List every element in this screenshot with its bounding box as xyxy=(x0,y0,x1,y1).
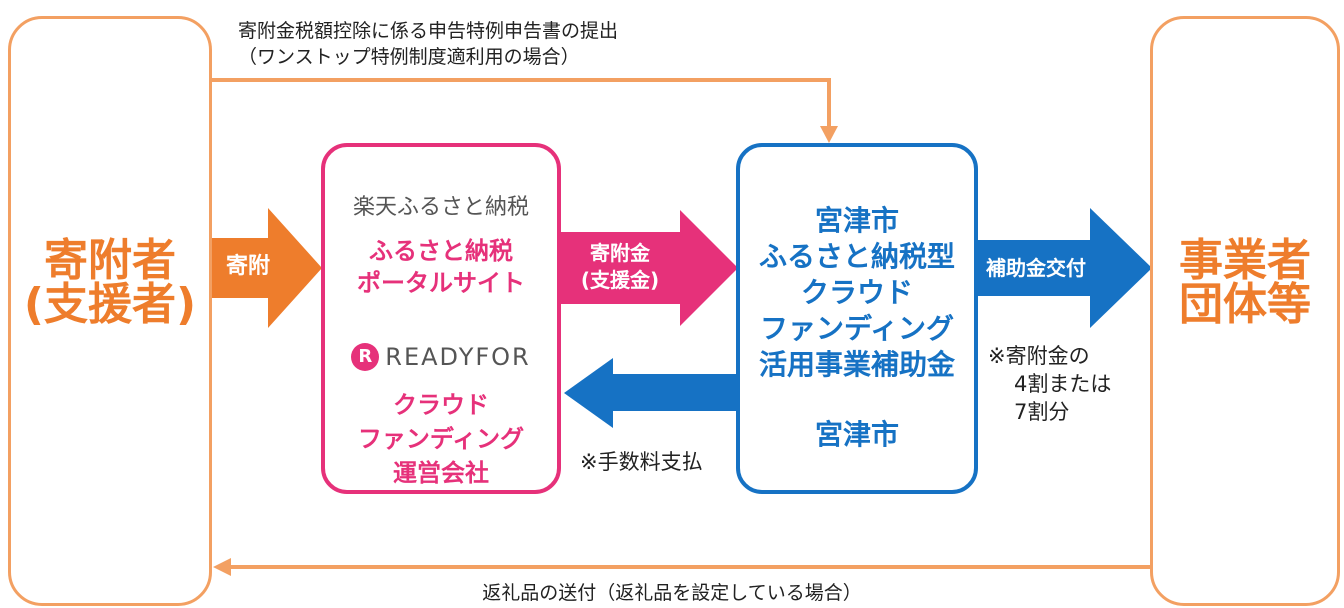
donation-arrow xyxy=(210,208,322,328)
declaration-flow-label-line1: 寄附金税額控除に係る申告特例申告書の提出 xyxy=(238,20,619,42)
readyfor-line2: ファンディング xyxy=(357,425,525,453)
rakuten-portal-line1: ふるさと納税 xyxy=(369,237,513,265)
business-label-line2: 団体等 xyxy=(1179,279,1311,330)
subsidy-note-line1: ※寄附金の xyxy=(988,344,1090,368)
declaration-flow-line xyxy=(210,78,831,128)
rakuten-brand: 楽天ふるさと納税 xyxy=(352,195,529,220)
city-project-line1: 宮津市 xyxy=(814,204,899,237)
subsidy-note-line3: 7割分 xyxy=(1014,400,1070,424)
donor-label-line1: 寄附者 xyxy=(44,235,176,286)
declaration-flow-label: 寄附金税額控除に係る申告特例申告書の提出 （ワンストップ特例制度適利用の場合） xyxy=(238,18,618,70)
subsidy-ratio-note: ※寄附金の 4割または 7割分 xyxy=(988,342,1111,426)
return-gift-flow-label: 返礼品の送付（返礼品を設定している場合） xyxy=(482,582,862,604)
donor-label-line2: (支援者) xyxy=(23,279,197,330)
donation-arrow-label: 寄附 xyxy=(225,254,270,279)
city-footer: 宮津市 xyxy=(814,418,899,451)
city-project-line5: 活用事業補助金 xyxy=(758,348,955,381)
business-label-line1: 事業者 xyxy=(1179,235,1311,286)
return-gift-flow-arrowhead xyxy=(213,558,231,576)
donation-funds-arrow-label: 寄附金 (支援金) xyxy=(570,240,670,294)
fee-payment-arrow xyxy=(564,358,740,428)
rakuten-portal-line2: ポータルサイト xyxy=(357,269,525,297)
city-project-line4: ファンディング xyxy=(759,312,955,345)
readyfor-brand-text: READYFOR xyxy=(385,343,531,371)
declaration-flow-label-line2: （ワンストップ特例制度適利用の場合） xyxy=(238,46,580,68)
readyfor-line3: 運営会社 xyxy=(393,459,489,487)
subsidy-arrow xyxy=(978,208,1152,328)
subsidy-note-line2: 4割または xyxy=(1014,372,1112,396)
donation-funds-label-line1: 寄附金 xyxy=(590,241,650,265)
city-project-line3: クラウド xyxy=(800,276,913,309)
readyfor-line1: クラウド xyxy=(393,391,489,419)
donation-funds-label-line2: (支援金) xyxy=(580,268,660,292)
city-project-line2: ふるさと納税型 xyxy=(758,240,955,273)
subsidy-arrow-label: 補助金交付 xyxy=(986,256,1086,280)
business-box: 事業者 団体等 xyxy=(1150,16,1340,606)
donor-box: 寄附者 (支援者) xyxy=(8,16,212,606)
readyfor-logo-icon: R xyxy=(351,343,380,371)
city-box: 宮津市 ふるさと納税型 クラウド ファンディング 活用事業補助金 宮津市 xyxy=(736,143,978,494)
donation-funds-arrow xyxy=(560,210,738,326)
declaration-flow-arrowhead xyxy=(820,126,838,143)
fee-payment-note: ※手数料支払 xyxy=(580,450,703,474)
